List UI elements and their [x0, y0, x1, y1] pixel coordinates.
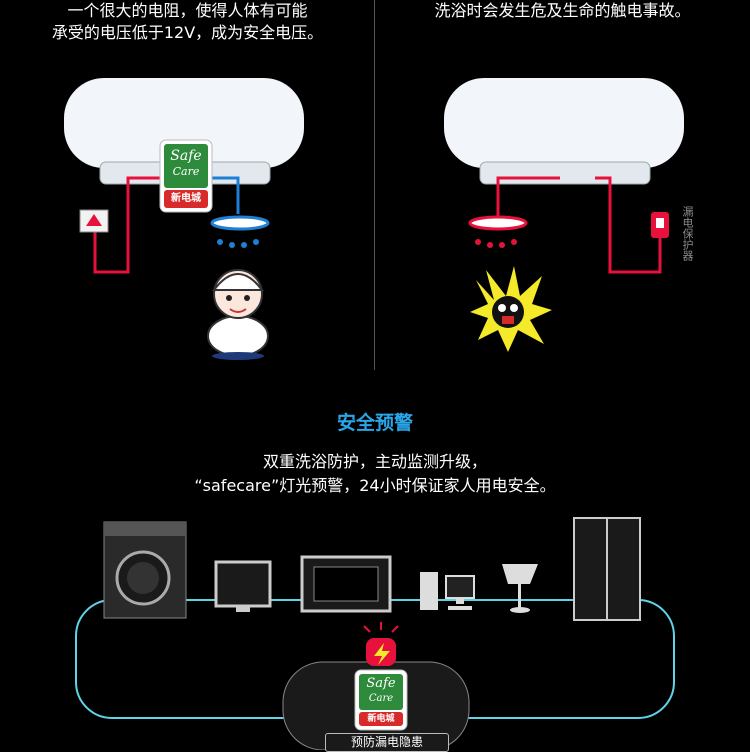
left-blue-wire	[205, 176, 240, 214]
television-icon	[214, 560, 272, 612]
wall-outlet-icon	[79, 209, 109, 233]
section-body-line2: “safecare”灯光预警，24小时保证家人用电安全。	[194, 476, 556, 495]
left-caption: 一个很大的电阻，使得人体有可能 承受的电压低于12V，成为安全电压。	[0, 0, 375, 44]
electrocuted-bather-icon	[470, 266, 552, 352]
leakage-protector-label: 漏电保护器	[681, 206, 694, 261]
left-caption-line1: 一个很大的电阻，使得人体有可能	[67, 1, 308, 20]
badge-device-brand: 新电城	[367, 714, 395, 724]
left-shower-head-icon	[210, 215, 270, 248]
right-water-heater	[444, 78, 684, 185]
right-red-wire-protector	[595, 176, 662, 274]
range-hood-icon	[300, 555, 392, 613]
badge-heater-brand: 新电城	[171, 193, 201, 204]
badge-heater-top: Safe	[170, 148, 202, 164]
warning-light-icon	[363, 622, 399, 666]
washing-machine-icon	[103, 521, 187, 619]
badge-device-text: Safe Care	[359, 676, 403, 706]
badge-device-bottom: Care	[368, 693, 394, 704]
left-caption-line2: 承受的电压低于12V，成为安全电压。	[51, 23, 324, 42]
right-shower-head-icon	[468, 215, 528, 248]
right-caption-line: 洗浴时会发生危及生命的触电事故。	[434, 1, 691, 20]
section-title: 安全预警	[336, 412, 413, 434]
badge-device-top: Safe	[366, 676, 396, 691]
leakage-protector-icon	[651, 212, 669, 238]
safecare-badge-device	[354, 669, 408, 731]
happy-bather-icon	[207, 269, 269, 360]
left-red-wire	[93, 176, 170, 274]
safecare-badge-heater	[159, 139, 213, 213]
badge-heater-bottom: Care	[172, 165, 200, 178]
section-body: 双重洗浴防护，主动监测升级， “safecare”灯光预警，24小时保证家人用电…	[0, 450, 750, 498]
desktop-computer-icon	[420, 572, 475, 610]
table-lamp-icon	[502, 564, 538, 613]
section-body-line1: 双重洗浴防护，主动监测升级，	[262, 452, 487, 471]
right-caption: 洗浴时会发生危及生命的触电事故。	[375, 0, 750, 22]
refrigerator-icon	[573, 517, 641, 621]
device-caption: 预防漏电隐患	[325, 733, 449, 752]
panel-divider	[374, 0, 375, 370]
right-red-wire-shower	[496, 176, 560, 218]
badge-heater-text: Safe Care	[164, 148, 208, 180]
